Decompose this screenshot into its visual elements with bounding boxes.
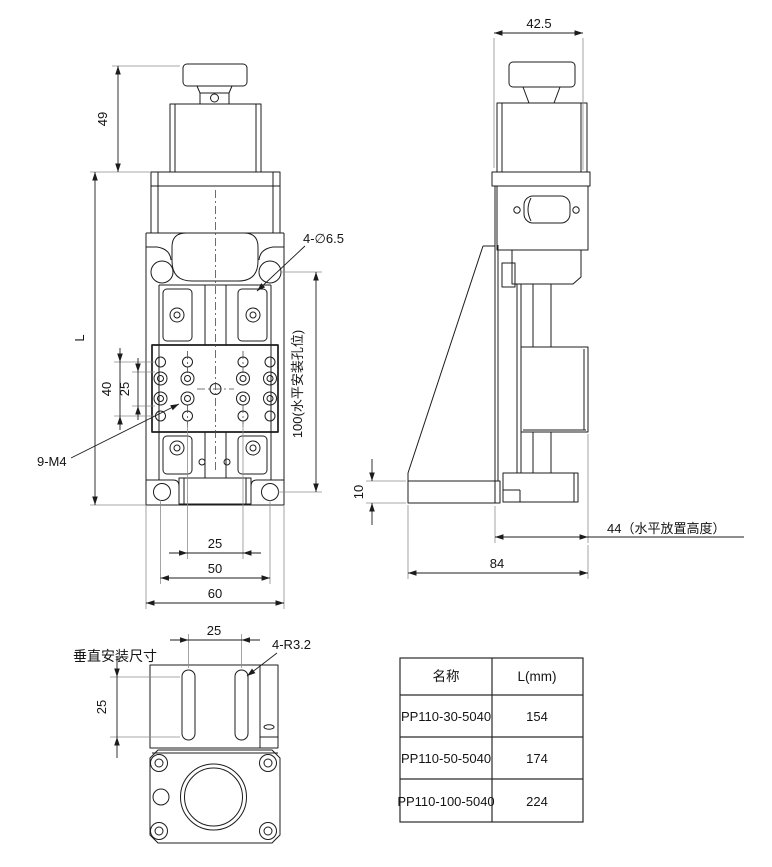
table-row-length: 154 [526, 709, 548, 724]
label-4-d6-5: 4-∅6.5 [303, 231, 344, 246]
front-view-outline [145, 63, 285, 506]
dim-10: 10 [351, 485, 366, 499]
dim-25-slot-spacing: 25 [207, 623, 221, 638]
dim-50-base: 50 [208, 561, 222, 576]
table-row: PP110-50-5040 174 [401, 751, 548, 766]
bottom-view: 垂直安装尺寸 25 4-R3.2 25 [73, 623, 311, 844]
table-header-name: 名称 [433, 669, 460, 684]
bottom-view-outline [149, 664, 281, 844]
dim-25-vertical: 25 [117, 382, 132, 396]
dim-40: 40 [99, 382, 114, 396]
dim-42-5: 42.5 [526, 16, 551, 31]
table-row-name: PP110-100-5040 [397, 794, 494, 809]
front-view-dimensions: 49 L 40 25 100(水平安装孔位) 4-∅6.5 [37, 65, 344, 609]
dim-25-slot-length: 25 [94, 700, 109, 714]
dim-25-base: 25 [208, 536, 222, 551]
dim-84: 84 [490, 556, 504, 571]
label-9-m4: 9-M4 [37, 454, 67, 469]
table-row-length: 174 [526, 751, 548, 766]
table-row-name: PP110-50-5040 [401, 751, 491, 766]
table-row-length: 224 [526, 794, 548, 809]
label-4-r3-2: 4-R3.2 [272, 637, 311, 652]
table-row: PP110-30-5040 154 [401, 709, 548, 724]
side-view-outline [407, 61, 591, 504]
front-view: 49 L 40 25 100(水平安装孔位) 4-∅6.5 [37, 63, 344, 609]
side-view-dimensions: 42.5 10 44（水平放置高度） 84 [351, 16, 744, 579]
bottom-view-dimensions: 垂直安装尺寸 25 4-R3.2 25 [73, 623, 311, 758]
table-row-name: PP110-30-5040 [401, 709, 491, 724]
dim-L: L [72, 334, 87, 341]
table-row: PP110-100-5040 224 [397, 794, 548, 809]
dim-44-horizontal-height: 44（水平放置高度） [607, 521, 725, 536]
dim-49: 49 [95, 112, 110, 126]
side-view: 42.5 10 44（水平放置高度） 84 [351, 16, 744, 579]
spec-table: 名称 L(mm) PP110-30-5040 154 PP110-50-5040… [397, 657, 584, 823]
dim-100-mounting: 100(水平安装孔位) [290, 330, 305, 438]
bottom-view-title: 垂直安装尺寸 [73, 648, 157, 664]
dim-60-base: 60 [208, 586, 222, 601]
table-header-length: L(mm) [518, 669, 557, 684]
